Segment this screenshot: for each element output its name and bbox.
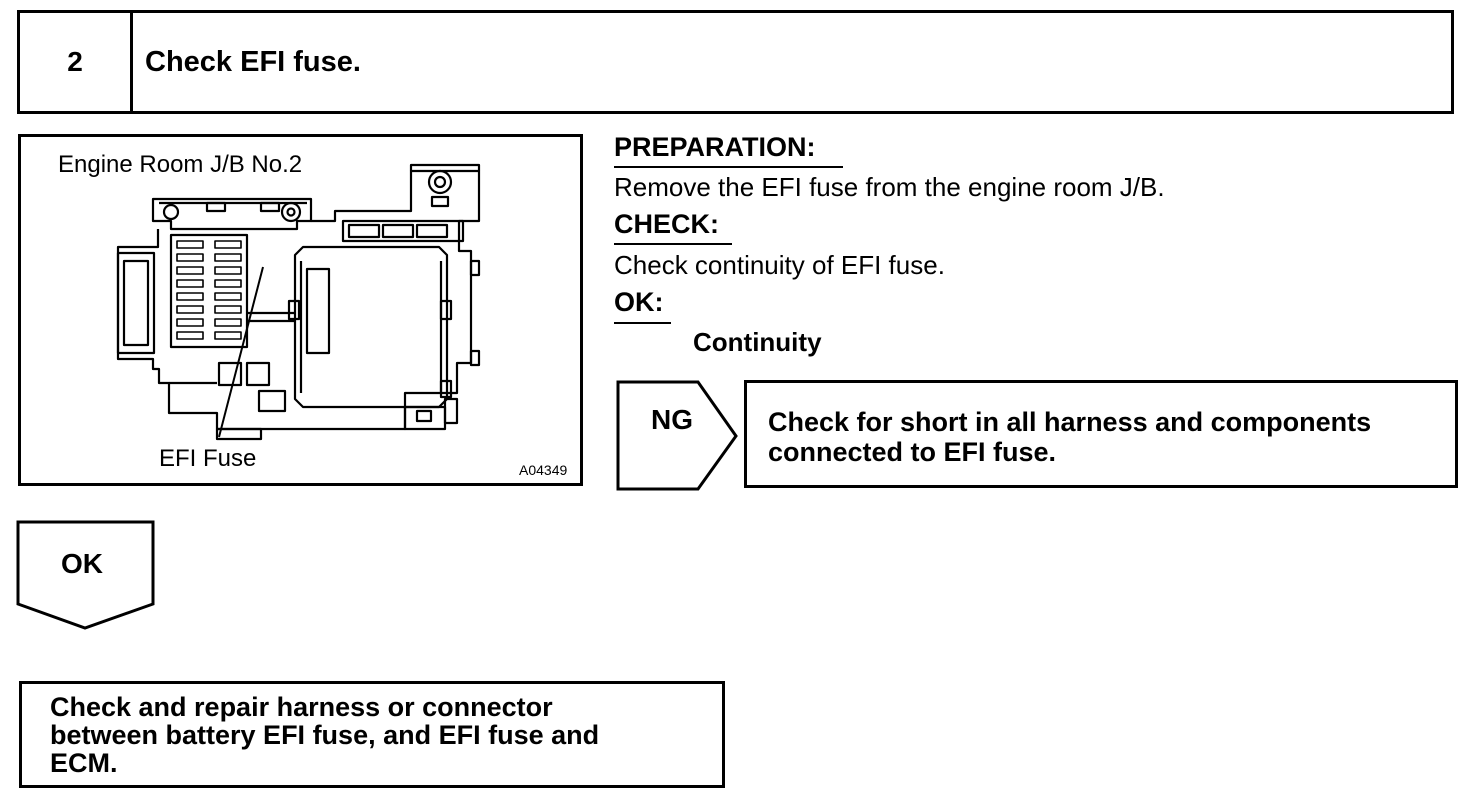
junction-block-drawing — [116, 163, 481, 441]
check-text: Check continuity of EFI fuse. — [614, 250, 945, 280]
preparation-text: Remove the EFI fuse from the engine room… — [614, 172, 1165, 202]
next-action-line-2: between battery EFI fuse, and EFI fuse a… — [50, 720, 600, 750]
next-action-box: Check and repair harness or connector be… — [19, 681, 725, 788]
ng-action-line-2: connected to EFI fuse. — [768, 437, 1057, 467]
check-underline — [614, 243, 732, 245]
ng-label: NG — [651, 404, 693, 435]
next-action-line-3: ECM. — [50, 748, 118, 778]
ng-action-box: Check for short in all harness and compo… — [744, 380, 1458, 488]
step-title: Check EFI fuse. — [145, 45, 361, 78]
ok-underline — [614, 322, 671, 324]
ok-heading: OK: — [614, 287, 664, 317]
step-number: 2 — [20, 13, 133, 111]
preparation-heading: PREPARATION: — [614, 132, 816, 162]
check-heading: CHECK: — [614, 209, 719, 239]
next-action-line-1: Check and repair harness or connector — [50, 692, 553, 722]
step-header: 2 Check EFI fuse. — [17, 10, 1454, 114]
figure-code: A04349 — [519, 462, 568, 478]
fuse-label: EFI Fuse — [159, 445, 257, 472]
ok-label: OK — [61, 548, 103, 579]
preparation-underline — [614, 166, 843, 168]
ok-arrow-shape — [16, 520, 155, 630]
ok-result-text: Continuity — [693, 327, 822, 357]
ng-action-line-1: Check for short in all harness and compo… — [768, 407, 1372, 437]
junction-block-illustration: Engine Room J/B No.2 EFI Fuse A04349 — [18, 134, 583, 486]
ng-arrow-shape — [616, 380, 738, 491]
component-label: Engine Room J/B No.2 — [58, 151, 303, 178]
